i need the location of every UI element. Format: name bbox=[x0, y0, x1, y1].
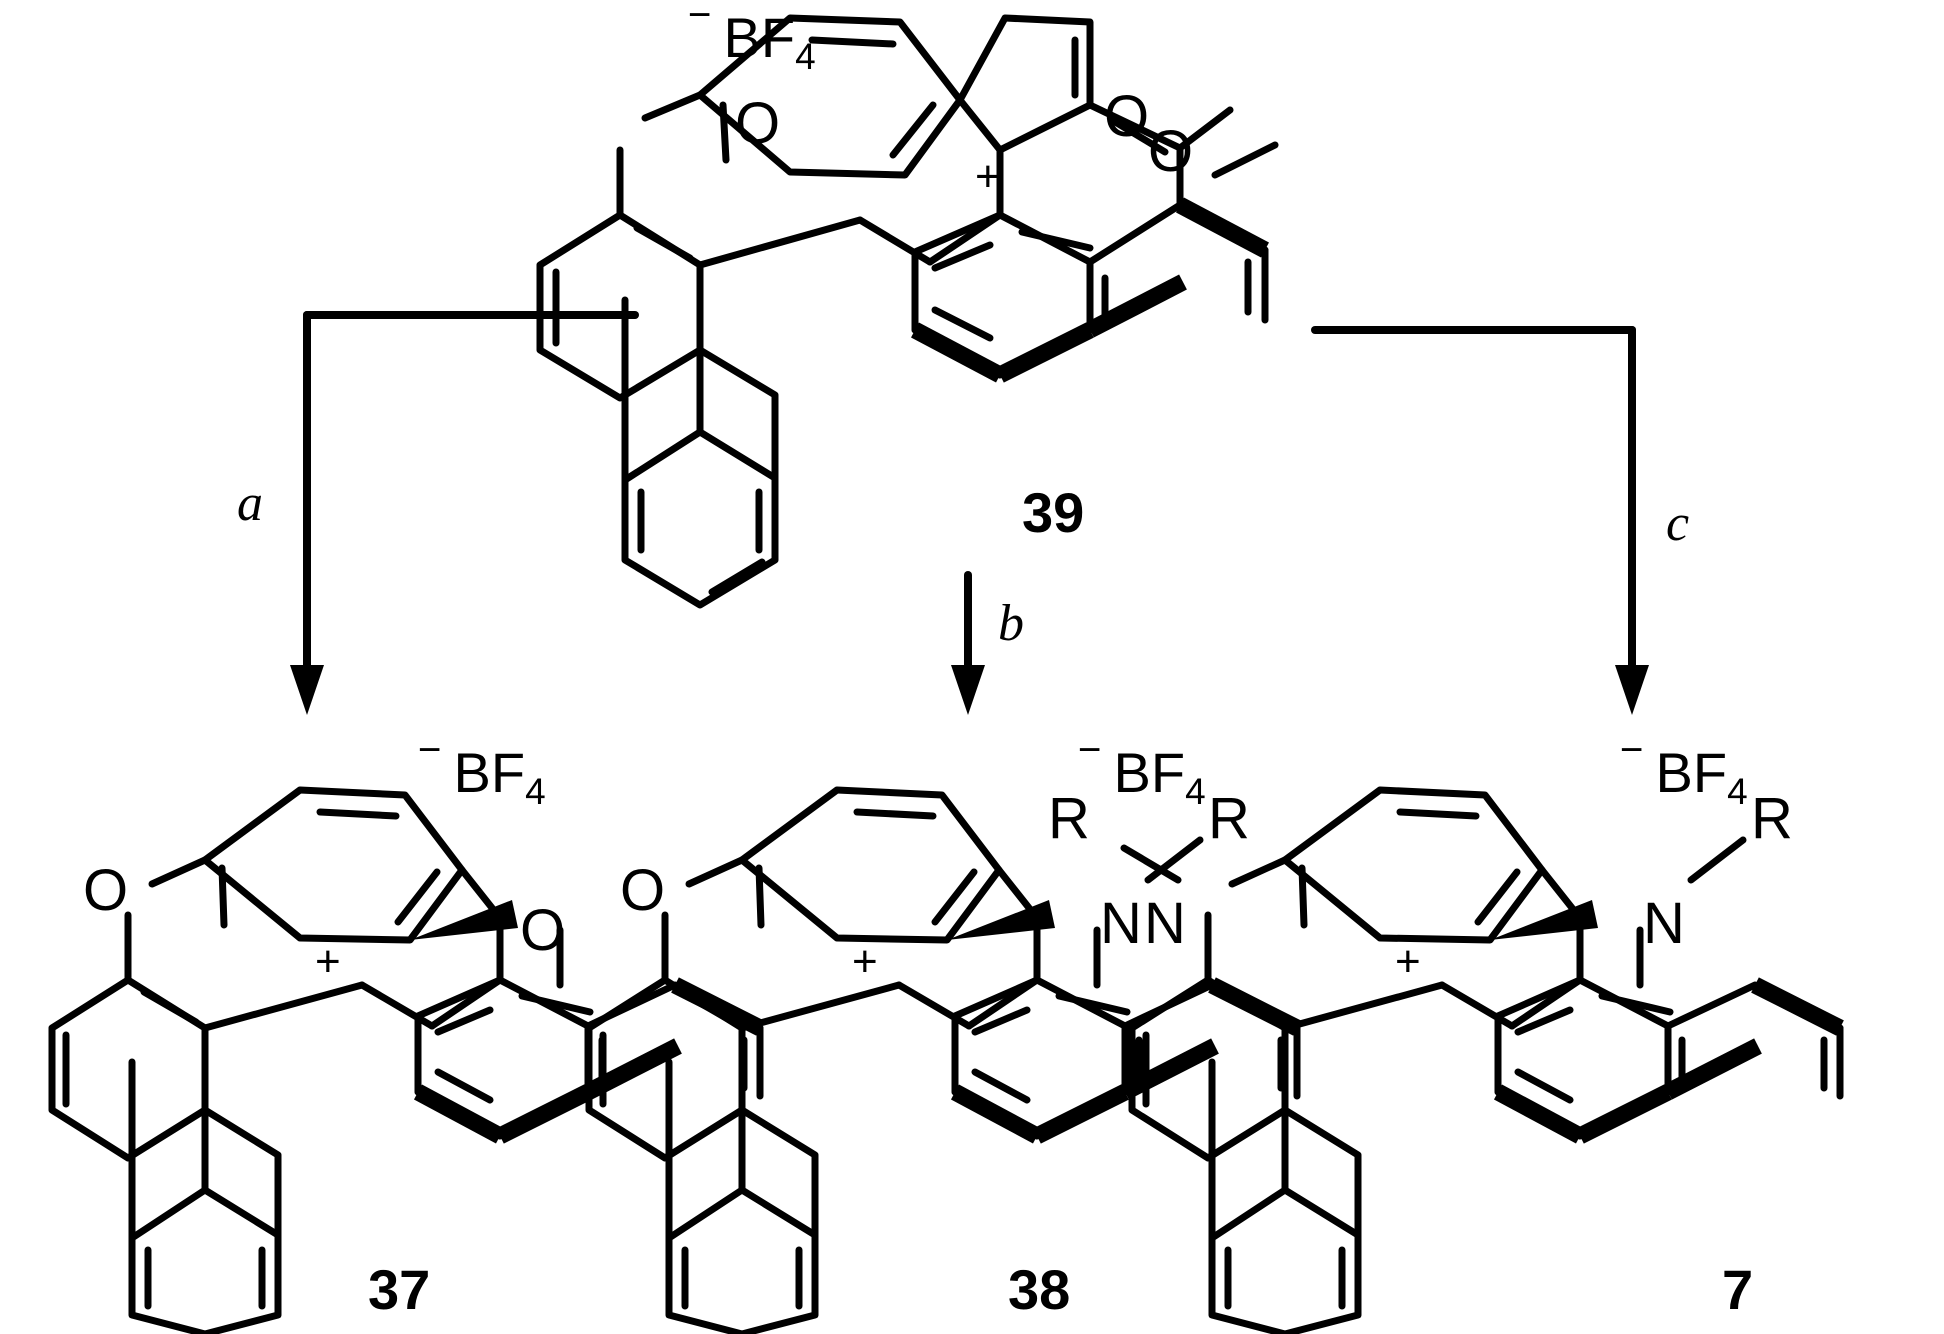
anion-charge-38: − bbox=[1077, 725, 1102, 772]
atom-N-left-7: N bbox=[1144, 891, 1186, 956]
arrow-b-path bbox=[951, 571, 985, 715]
atom-O-ring-39: O bbox=[735, 91, 781, 156]
atom-O-methoxy-upper-39: O bbox=[1104, 84, 1150, 149]
compound-label-7: 7 bbox=[1722, 1258, 1754, 1321]
anion-sub-37: 4 bbox=[525, 771, 546, 813]
anion-formula-38: BF bbox=[1113, 741, 1186, 804]
atom-O-left-37: O bbox=[83, 858, 129, 923]
anion-sub-7: 4 bbox=[1727, 771, 1748, 813]
anion-charge-7: − bbox=[1619, 725, 1644, 772]
condition-label-a: a bbox=[237, 475, 263, 532]
anion-formula-7: BF bbox=[1655, 741, 1728, 804]
anion-charge-39: − bbox=[687, 0, 712, 37]
condition-label-c: c bbox=[1666, 495, 1690, 552]
arrow-c-path bbox=[1311, 326, 1649, 715]
condition-label-b: b bbox=[998, 595, 1024, 652]
anion-formula-37: BF bbox=[453, 741, 526, 804]
cation-charge-37: + bbox=[315, 937, 341, 986]
atom-N-right-38: N bbox=[1100, 891, 1142, 956]
anion-sub-39: 4 bbox=[795, 36, 816, 78]
wedge-7 bbox=[1490, 900, 1598, 940]
atom-N-right-7: N bbox=[1643, 891, 1685, 956]
r-group-right-38: R bbox=[1208, 786, 1250, 851]
anion-charge-37: − bbox=[417, 725, 442, 772]
atom-O-right-37: O bbox=[520, 898, 566, 963]
cation-charge-39: + bbox=[975, 152, 1001, 201]
arrow-a-path bbox=[290, 311, 639, 715]
cation-charge-7: + bbox=[1395, 937, 1421, 986]
wedge-38 bbox=[947, 900, 1055, 940]
atom-O-left-38: O bbox=[620, 858, 666, 923]
compound-label-39: 39 bbox=[1022, 481, 1085, 544]
structure-7 bbox=[1120, 786, 1844, 1334]
r-group-left-7: R bbox=[1048, 786, 1090, 851]
compound-label-38: 38 bbox=[1008, 1258, 1071, 1321]
anion-sub-38: 4 bbox=[1185, 771, 1206, 813]
counterion-37: −BF4 bbox=[418, 729, 546, 813]
counterion-7: −BF4 bbox=[1620, 729, 1748, 813]
anion-formula-39: BF bbox=[723, 6, 796, 69]
atom-O-methoxy-lower-39: O bbox=[1148, 119, 1194, 184]
counterion-38: −BF4 bbox=[1078, 729, 1206, 813]
cation-charge-38: + bbox=[852, 937, 878, 986]
r-group-right-7: R bbox=[1751, 786, 1793, 851]
structure-39 bbox=[536, 14, 1279, 609]
counterion-39: −BF4 bbox=[688, 0, 816, 78]
compound-label-37: 37 bbox=[368, 1258, 431, 1321]
wedge-37 bbox=[410, 900, 518, 940]
